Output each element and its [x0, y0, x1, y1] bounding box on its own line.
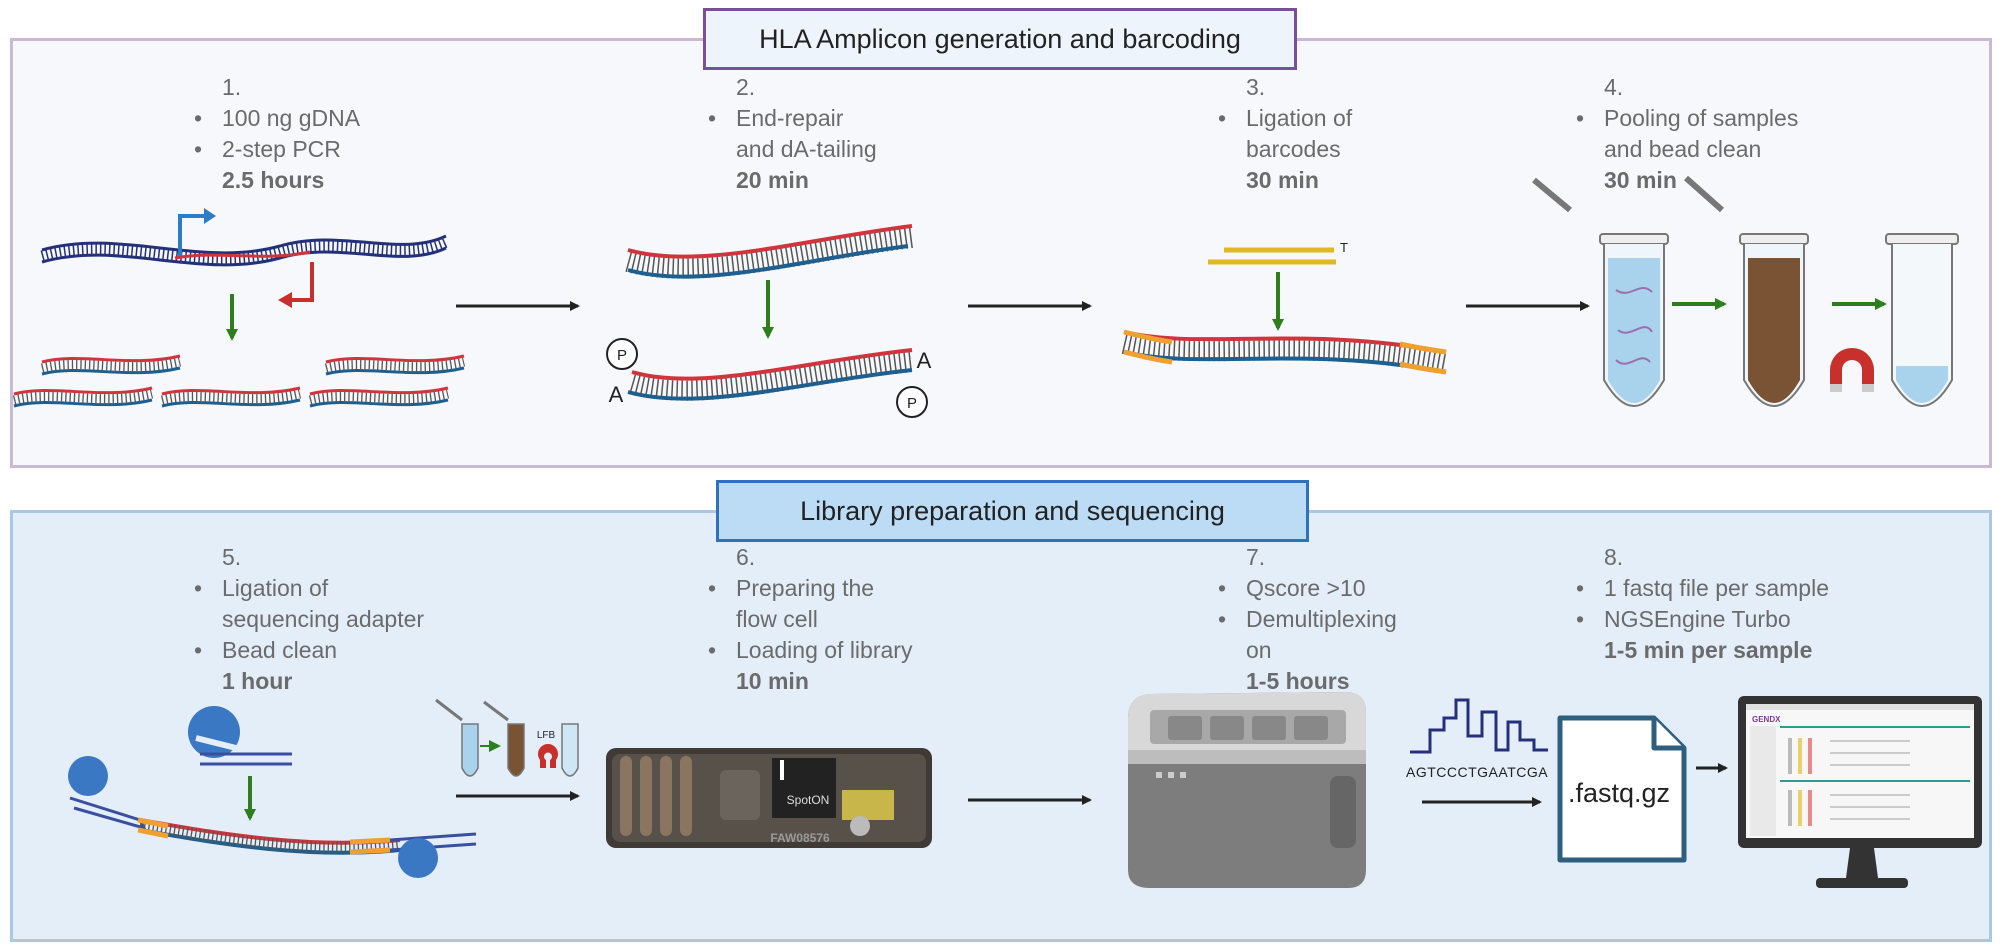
step-number: 5.: [222, 544, 242, 570]
section-title-library: Library preparation and sequencing: [716, 480, 1309, 542]
forward-primer-icon: [178, 214, 205, 256]
a-overhang-label: A: [609, 382, 624, 407]
step-time: 30 min: [1246, 167, 1319, 193]
step-6: 6. Preparing the flow cellLoading of lib…: [708, 542, 913, 697]
phosphate-icon: [896, 386, 928, 418]
step-3: 3. Ligation of barcodes 30 min: [1218, 72, 1352, 196]
phosphate-label: P: [617, 347, 627, 364]
step-1: 1. 100 ng gDNA2-step PCR 2.5 hours: [194, 72, 360, 196]
step-time: 1 hour: [222, 668, 293, 694]
fastq-file-icon: [1557, 715, 1687, 863]
step-4: 4. Pooling of samples and bead clean 30 …: [1576, 72, 1798, 196]
step-number: 7.: [1246, 544, 1266, 570]
magnet-icon: [1830, 348, 1874, 392]
step-bullet: Bead clean: [194, 635, 424, 666]
step-number: 8.: [1604, 544, 1624, 570]
mini-tubes-illustration: LFB: [435, 698, 579, 777]
step-bullet: Loading of library: [708, 635, 913, 666]
step-5: 5. Ligation of sequencing adapterBead cl…: [194, 542, 424, 697]
step-time: 30 min: [1604, 167, 1677, 193]
tube-pool-icon: [1532, 177, 1669, 407]
step-bullet: Preparing the flow cell: [708, 573, 912, 635]
motor-protein-icon: [188, 706, 240, 758]
step-7: 7. Qscore >10Demultiplexing on 1-5 hours: [1218, 542, 1397, 697]
phosphate-icon: [606, 338, 638, 370]
end-repair-illustration: P P A A: [606, 224, 932, 418]
software-logo: GENDX: [1752, 715, 1781, 724]
step-number: 3.: [1246, 74, 1266, 100]
adapter-icon: [200, 752, 292, 766]
step-bullet: 100 ng gDNA: [194, 103, 360, 134]
reverse-primer-icon: [290, 262, 314, 302]
sequencer-icon: [1128, 692, 1366, 888]
step-number: 6.: [736, 544, 756, 570]
step-time: 10 min: [736, 668, 809, 694]
step-bullet: Demultiplexing on: [1218, 604, 1397, 666]
step-bullet: End-repair and dA-tailing: [708, 103, 877, 165]
step-bullet: NGSEngine Turbo: [1576, 604, 1829, 635]
step-bullet: Pooling of samples and bead clean: [1576, 103, 1798, 165]
step-bullet: Ligation of barcodes: [1218, 103, 1352, 165]
step-2: 2. End-repair and dA-tailing 20 min: [708, 72, 877, 196]
amplicon-products-icon: [12, 354, 466, 408]
spoton-label: SpotON: [787, 793, 830, 807]
step-time: 20 min: [736, 167, 809, 193]
pcr-illustration: [12, 208, 466, 408]
monitor-icon: GENDX: [1738, 696, 1982, 888]
step-bullet: Ligation of sequencing adapter: [194, 573, 424, 635]
step-bullet: 2-step PCR: [194, 134, 360, 165]
step-8: 8. 1 fastq file per sampleNGSEngine Turb…: [1576, 542, 1829, 666]
lfb-label: LFB: [537, 730, 556, 741]
adapter-ligation-illustration: [68, 706, 477, 878]
a-overhang-label: A: [917, 348, 932, 373]
section-title-amplicon: HLA Amplicon generation and barcoding: [703, 8, 1297, 70]
step-number: 4.: [1604, 74, 1624, 100]
tube-clean-icon: [1885, 233, 1959, 407]
step-number: 1.: [222, 74, 242, 100]
step-time: 2.5 hours: [222, 167, 325, 193]
flow-cell-icon: SpotON FAW08576: [606, 748, 932, 848]
barcode-ligation-illustration: T: [1121, 240, 1448, 375]
step-number: 2.: [736, 74, 756, 100]
step-time: 1-5 min per sample: [1604, 637, 1813, 663]
signal-trace-icon: [1410, 698, 1548, 754]
step-time: 1-5 hours: [1246, 668, 1350, 694]
phosphate-label: P: [907, 395, 917, 412]
step-bullet: Qscore >10: [1218, 573, 1397, 604]
sequence-label: AGTCCCTGAATCGA: [1406, 764, 1549, 780]
tube-beads-icon: [1684, 175, 1809, 407]
fastq-file-label: .fastq.gz: [1568, 778, 1671, 808]
genomic-dna-icon: [40, 234, 449, 267]
flowcell-id-label: FAW08576: [770, 831, 830, 845]
t-overhang-label: T: [1340, 240, 1348, 255]
pooling-illustration: [1532, 175, 1959, 407]
step-bullet: 1 fastq file per sample: [1576, 573, 1829, 604]
